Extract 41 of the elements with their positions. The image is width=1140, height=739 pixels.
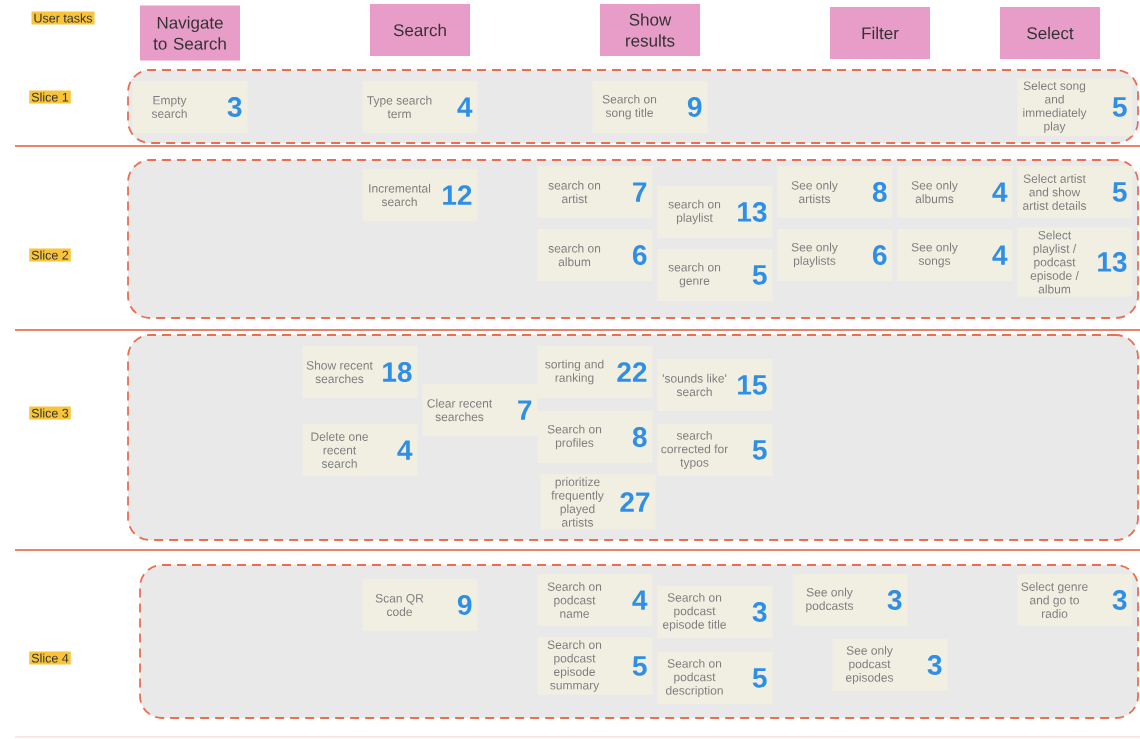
row-tag: User tasks [31,11,95,25]
vote-count: 27 [620,492,650,512]
vote-count: 5 [752,668,767,688]
vote-count: 5 [1112,182,1127,202]
task-note: Navigate to Search [140,5,240,61]
vote-count: 3 [887,590,902,610]
vote-count: 5 [752,440,767,460]
vote-count: 4 [992,245,1008,265]
vote-count: 8 [632,427,647,447]
vote-count: 8 [872,182,887,202]
vote-count: 15 [738,375,767,395]
task-note: Filter [830,7,930,59]
vote-count: 4 [632,590,648,610]
vote-count: 9 [457,595,472,615]
vote-count: 4 [397,440,413,460]
vote-count: 18 [383,362,412,382]
vote-count: 22 [617,362,647,382]
vote-count: 3 [227,97,242,117]
vote-count: 4 [992,182,1008,202]
vote-count: 5 [752,265,767,285]
vote-count: 4 [457,97,473,117]
vote-count: 6 [872,245,887,265]
vote-count: 3 [927,655,942,675]
task-note: Select [1000,7,1100,59]
vote-count: 3 [752,602,767,622]
row-tag: Slice 4 [29,651,71,665]
vote-count: 9 [687,97,702,117]
task-note: Show results [600,4,700,56]
vote-count: 5 [632,656,647,676]
vote-count: 6 [632,245,647,265]
vote-count: 12 [443,185,472,205]
row-tag: Slice 1 [29,90,71,104]
task-note: Search [370,4,470,56]
vote-count: 5 [1112,97,1127,117]
vote-count: 7 [518,400,532,420]
row-tag: Slice 3 [29,406,71,420]
vote-count: 13 [738,202,767,222]
vote-count: 7 [633,182,647,202]
vote-count: 3 [1112,590,1127,610]
row-tag: Slice 2 [29,248,71,262]
vote-count: 13 [1098,252,1127,272]
